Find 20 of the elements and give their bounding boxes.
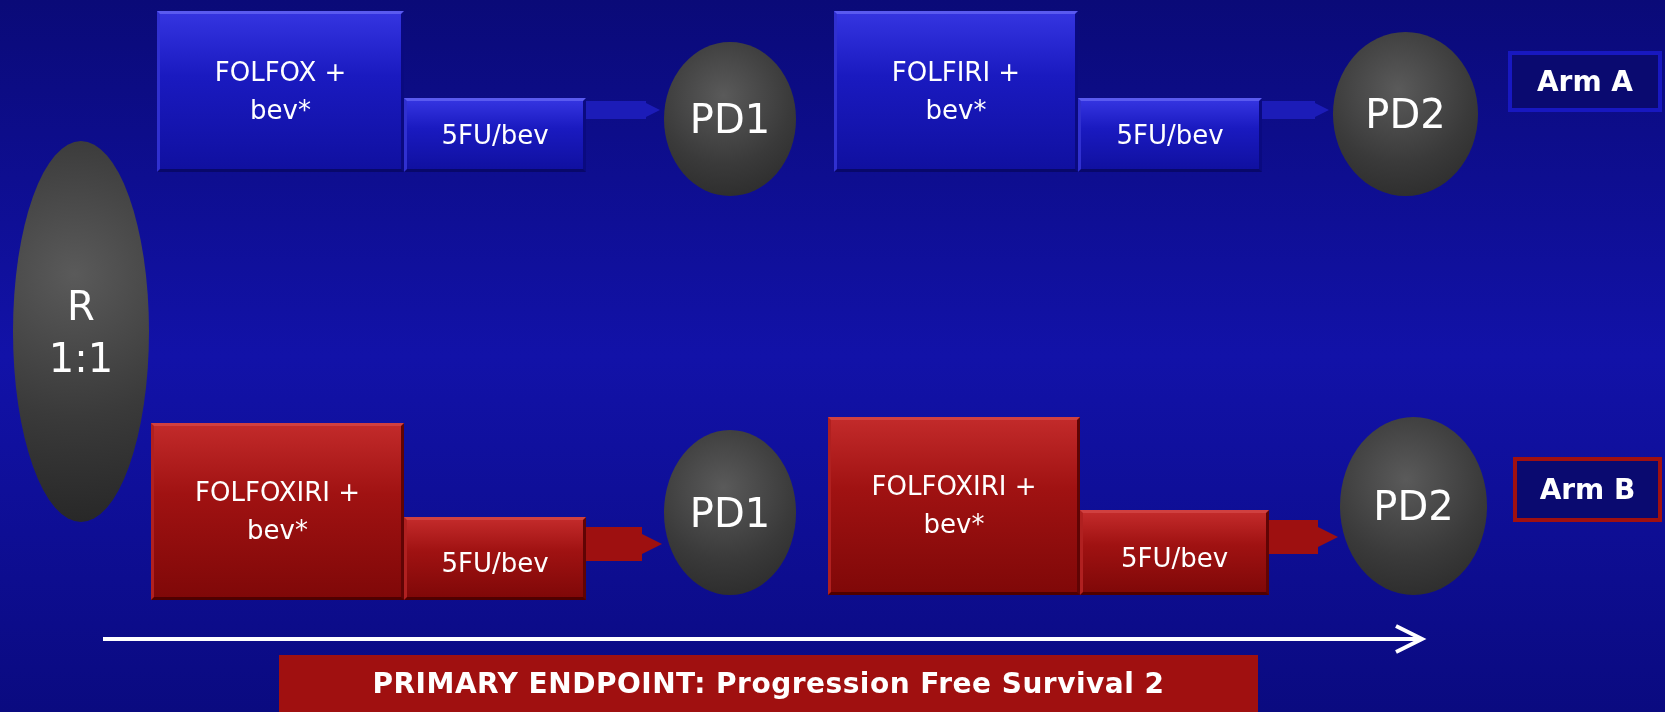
progression-circle: PD1 (664, 42, 796, 196)
treatment-box: FOLFOXIRI + bev* (828, 417, 1080, 595)
treatment-box: 5FU/bev (404, 98, 586, 172)
treatment-box: FOLFOXIRI + bev* (151, 423, 404, 600)
arrow (1269, 520, 1338, 554)
progression-circle: PD1 (664, 430, 796, 595)
treatment-box: 5FU/bev (1080, 510, 1269, 595)
arrow (586, 101, 660, 119)
treatment-box: FOLFIRI + bev* (834, 11, 1078, 172)
arm-label: Arm A (1508, 51, 1662, 112)
treatment-box: 5FU/bev (1078, 98, 1262, 172)
randomization-ellipse: R 1:1 (13, 141, 149, 522)
treatment-box: 5FU/bev (404, 517, 586, 600)
endpoint-banner: PRIMARY ENDPOINT: Progression Free Survival 2 (279, 655, 1258, 712)
treatment-box: FOLFOX + bev* (157, 11, 404, 172)
arrow (1262, 101, 1329, 119)
progression-circle: PD2 (1333, 32, 1478, 196)
progression-circle: PD2 (1340, 417, 1487, 595)
arrow (586, 527, 662, 561)
arm-label: Arm B (1513, 457, 1662, 522)
